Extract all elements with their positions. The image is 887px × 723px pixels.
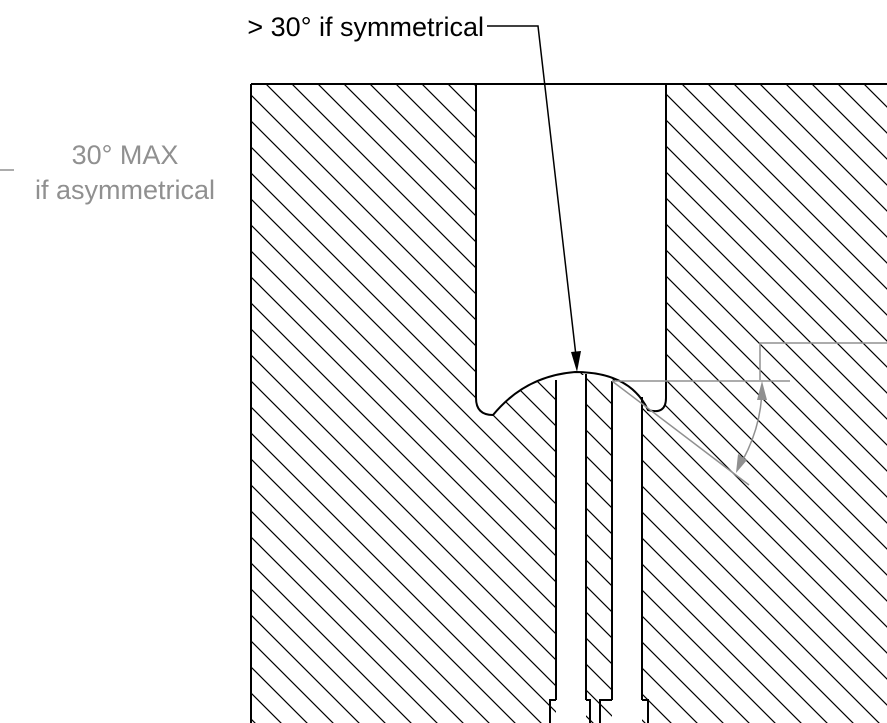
asymmetrical-max-label: 30° MAX bbox=[72, 140, 179, 170]
symmetrical-leader bbox=[487, 25, 577, 357]
angle-dimension bbox=[0, 169, 887, 486]
angle-arrowhead-bottom bbox=[736, 454, 747, 473]
angle-arrowhead-top bbox=[757, 381, 767, 400]
mold-body-hatched bbox=[251, 84, 887, 723]
frame-outline bbox=[250, 83, 887, 723]
symmetrical-arrowhead bbox=[571, 351, 581, 372]
upper-cavity-void bbox=[476, 84, 666, 415]
symmetrical-note: > 30° if symmetrical bbox=[247, 12, 484, 42]
cavity-outline bbox=[475, 84, 667, 417]
asymmetrical-note: if asymmetrical bbox=[35, 175, 215, 205]
right-gate-void bbox=[612, 381, 642, 723]
left-gate-void bbox=[556, 375, 586, 723]
slot-outlines bbox=[549, 374, 649, 723]
